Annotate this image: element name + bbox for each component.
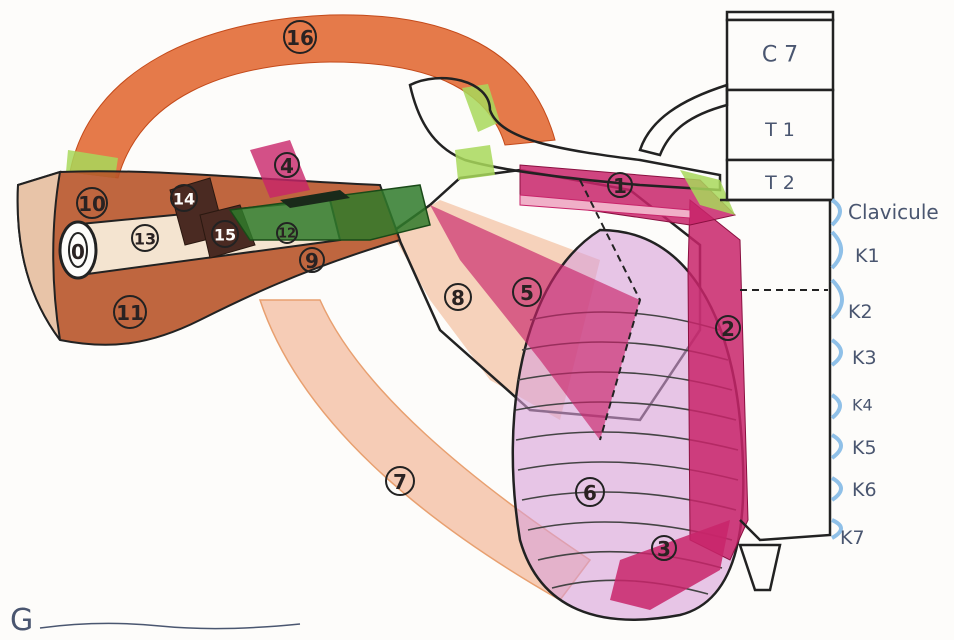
strap-muscle-2: [688, 200, 748, 560]
label-k5: K5: [852, 437, 877, 459]
sternum-tip: [740, 545, 780, 590]
arm-cross-section: [18, 172, 60, 340]
label-k3: K3: [852, 347, 877, 369]
side-labels: Clavicule K1 K2 K3 K4 K5 K6 K7: [840, 200, 939, 549]
vertebra-t2: T 2: [764, 172, 795, 194]
label-13: 13: [134, 230, 156, 249]
humerus-end-label: 0: [71, 240, 85, 264]
acromion-green: [455, 145, 495, 180]
label-k2: K2: [848, 301, 873, 323]
caption-scribble: [40, 623, 300, 628]
label-4: 4: [280, 154, 294, 178]
label-k6: K6: [852, 479, 877, 501]
rib-heads: [832, 200, 842, 538]
label-10: 10: [78, 192, 106, 216]
label-6: 6: [583, 481, 597, 505]
label-2: 2: [721, 317, 735, 341]
transverse-process: [640, 85, 727, 155]
label-1: 1: [613, 174, 627, 198]
caption-fragment: G: [10, 603, 33, 638]
label-11: 11: [116, 301, 144, 325]
label-7: 7: [393, 470, 407, 494]
vertebra-t1: T 1: [764, 119, 795, 141]
vertebra-labels: C 7 T 1 T 2: [762, 43, 798, 195]
label-14: 14: [173, 190, 195, 209]
label-12: 12: [278, 227, 296, 242]
label-5: 5: [520, 281, 534, 305]
label-clavicule: Clavicule: [848, 200, 939, 224]
label-16: 16: [286, 26, 314, 50]
label-k1: K1: [855, 245, 880, 267]
label-9: 9: [305, 249, 319, 273]
label-k7: K7: [840, 527, 865, 549]
label-15: 15: [214, 226, 236, 245]
label-3: 3: [657, 537, 671, 561]
vertebra-c7: C 7: [762, 43, 798, 68]
label-8: 8: [451, 286, 465, 310]
label-k4: K4: [852, 396, 873, 415]
